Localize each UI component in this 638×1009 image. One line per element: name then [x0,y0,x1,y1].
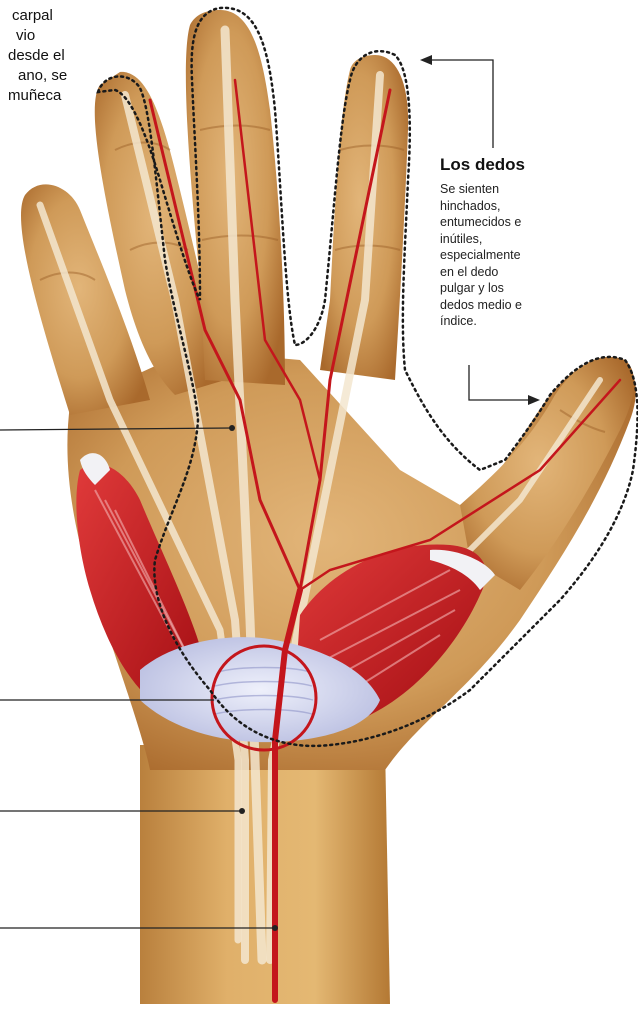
intro-line: ano, se [18,66,92,86]
callout-line: Se sienten [440,181,560,198]
intro-text: carpal vio desde el ano, se muñeca [0,6,92,106]
callout-line: entumecidos e [440,214,560,231]
callout-line: en el dedo [440,264,560,281]
intro-line: desde el [8,46,92,66]
callout-line: pulgar y los [440,280,560,297]
intro-line: carpal [12,6,92,26]
callout-line: especialmente [440,247,560,264]
callout-line: hinchados, [440,198,560,215]
fingers-callout-title: Los dedos [440,155,525,175]
intro-line: vio [16,26,92,46]
callout-line: dedos medio e [440,297,560,314]
wrist-forearm [140,745,390,1004]
fingers-callout-body: Se sienten hinchados, entumecidos e inút… [440,181,560,330]
intro-line: muñeca [8,86,92,106]
callout-line: índice. [440,313,560,330]
callout-line: inútiles, [440,231,560,248]
